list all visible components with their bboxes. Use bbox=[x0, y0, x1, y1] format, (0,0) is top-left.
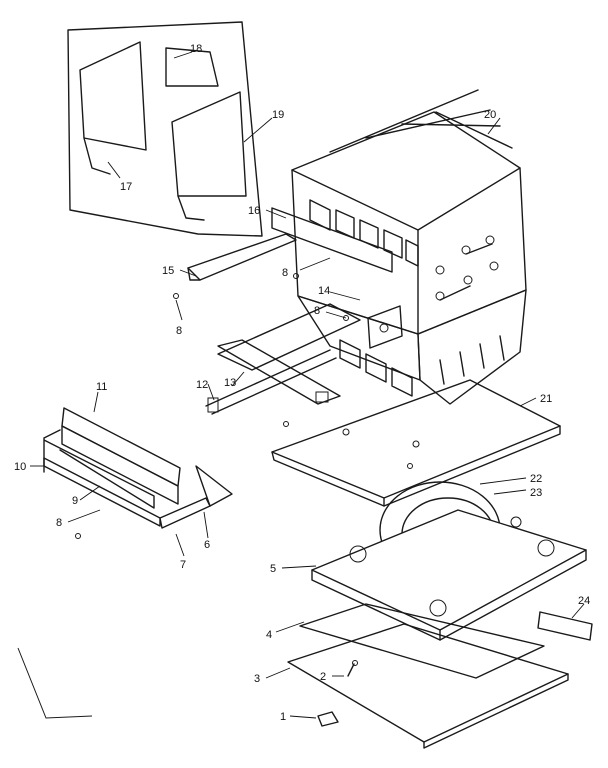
part-6-7-bracket bbox=[159, 465, 233, 529]
callout-2: 2 bbox=[320, 671, 326, 683]
screw-icon bbox=[283, 421, 289, 427]
callout-20: 20 bbox=[484, 109, 496, 121]
callout-8: 8 bbox=[176, 325, 182, 337]
part-24-strip bbox=[537, 611, 593, 641]
side-panel-assembly bbox=[43, 407, 181, 527]
screw-icon bbox=[343, 315, 349, 321]
callout-9: 9 bbox=[72, 495, 78, 507]
part-16-plate bbox=[271, 207, 393, 273]
callout-19: 19 bbox=[272, 109, 284, 121]
burner-manifold bbox=[205, 303, 361, 415]
screw-icon bbox=[173, 293, 179, 299]
callout-12: 12 bbox=[196, 379, 208, 391]
callout-5: 5 bbox=[270, 563, 276, 575]
baffle-inset bbox=[67, 21, 263, 237]
screw-icon bbox=[75, 533, 81, 539]
part-14-valve bbox=[367, 305, 403, 349]
callout-22: 22 bbox=[530, 473, 542, 485]
part-2-screw bbox=[347, 660, 358, 677]
callout-14: 14 bbox=[318, 285, 330, 297]
callout-16: 16 bbox=[248, 205, 260, 217]
base-tray bbox=[271, 379, 561, 507]
heat-exchanger bbox=[291, 89, 527, 405]
part-5-plate bbox=[311, 509, 587, 641]
callout-18: 18 bbox=[190, 43, 202, 55]
leader-lines bbox=[30, 51, 585, 719]
callout-24: 24 bbox=[578, 595, 590, 607]
callout-23: 23 bbox=[530, 487, 542, 499]
part-4-sheet bbox=[299, 603, 545, 679]
callout-3: 3 bbox=[254, 673, 260, 685]
margin-mark bbox=[17, 647, 93, 719]
callout-13: 13 bbox=[224, 377, 236, 389]
screw-icon bbox=[407, 463, 413, 469]
callout-10: 10 bbox=[14, 461, 26, 473]
part-15-bracket bbox=[187, 233, 297, 281]
callout-15: 15 bbox=[162, 265, 174, 277]
callout-8: 8 bbox=[314, 305, 320, 317]
callout-4: 4 bbox=[266, 629, 272, 641]
callout-8: 8 bbox=[56, 517, 62, 529]
callout-11: 11 bbox=[96, 381, 107, 393]
callout-6: 6 bbox=[204, 539, 210, 551]
screw-icon bbox=[293, 273, 299, 279]
callout-1: 1 bbox=[280, 711, 286, 723]
callout-21: 21 bbox=[540, 393, 552, 405]
part-3-base-pan bbox=[287, 623, 569, 749]
callout-17: 17 bbox=[120, 181, 132, 193]
part-1-clip bbox=[317, 711, 339, 727]
callout-7: 7 bbox=[180, 559, 186, 571]
callout-8: 8 bbox=[282, 267, 288, 279]
